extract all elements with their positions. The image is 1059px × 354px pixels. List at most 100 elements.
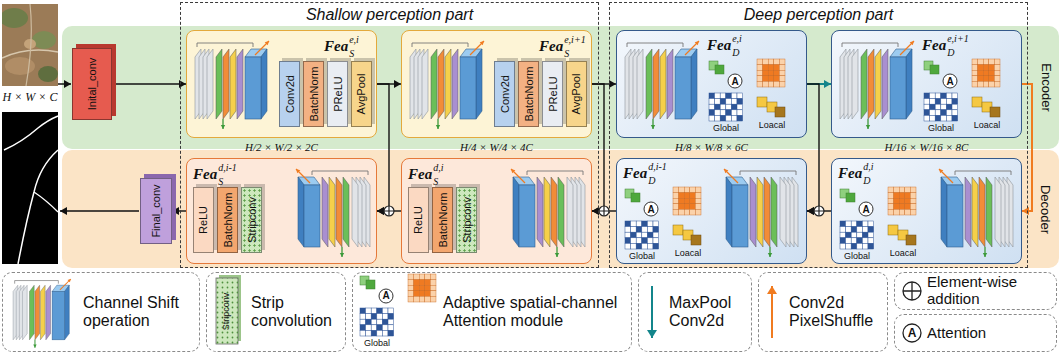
- channel-sheet: [30, 285, 35, 340]
- global-cell: [731, 115, 737, 121]
- attention-mark: A: [946, 76, 953, 87]
- arrow-head: [296, 169, 300, 173]
- arrow-head: [983, 253, 987, 257]
- global-cell: [636, 221, 642, 227]
- feature-index: d,i-1S: [218, 162, 237, 187]
- spatial-cell: [768, 59, 774, 65]
- arrow-head: [265, 41, 269, 45]
- spatial-cell: [673, 209, 679, 215]
- feature-index: d,iD: [863, 161, 873, 186]
- shallow-block: Fead,i-1SReLUBatchNormStripconv: [186, 158, 377, 264]
- arrow-head: [651, 125, 655, 129]
- region-title-box: Deep perception part: [610, 6, 1027, 24]
- spatial-cell: [779, 70, 785, 76]
- global-cell: [737, 115, 743, 121]
- global-cell: [857, 227, 863, 233]
- flow-connector: [112, 83, 186, 84]
- attention-mark-box: A: [728, 74, 742, 88]
- global-cell: [941, 99, 947, 105]
- arrow-head: [768, 253, 772, 257]
- layer-label: AvgPool: [356, 74, 368, 115]
- spatial-cell: [684, 198, 690, 204]
- feature-superscript: d,i-1: [218, 162, 237, 173]
- global-cell: [862, 227, 868, 233]
- global-cell: [720, 104, 726, 110]
- global-cell: [840, 221, 846, 227]
- channel-sheet: [995, 177, 1001, 247]
- attention-mark-box: A: [859, 202, 873, 216]
- spatial-cell: [695, 187, 701, 193]
- shallow-block: Feae,iSConv2dBatchNormPReLUAvgPool: [186, 30, 377, 138]
- channel-sheet: [230, 49, 236, 119]
- global-cell: [952, 99, 958, 105]
- channel-sheet: [660, 49, 666, 119]
- channel-sheet: [438, 49, 444, 119]
- channel-sheet: [343, 177, 349, 247]
- feature-front: [304, 185, 320, 247]
- feature-front: [947, 185, 963, 247]
- feature-subscript: S: [218, 176, 237, 187]
- global-cell: [851, 221, 857, 227]
- attention-mark: A: [382, 291, 389, 301]
- spatial-cell: [972, 59, 978, 65]
- channel-sheet: [422, 49, 428, 119]
- global-cell: [952, 93, 958, 99]
- spatial-cell: [679, 193, 685, 199]
- feature-side: [65, 285, 70, 340]
- legend-item: MaxPool Conv2d: [638, 272, 752, 352]
- spatial-cell: [779, 76, 785, 82]
- global-cell: [731, 110, 737, 116]
- channel-shift-figure: [724, 169, 798, 257]
- attention-symbol: [903, 324, 921, 342]
- feature-superscript: e,i: [349, 34, 359, 45]
- arrow-head: [724, 169, 728, 173]
- shallow-block: Feae,i+1SConv2dBatchNormPReLUAvgPool: [401, 30, 592, 138]
- deep-block: Feae,iDAGlobalLoacal: [616, 30, 807, 138]
- spatial-cell: [690, 209, 696, 215]
- spatial-cell: [899, 187, 905, 193]
- addition-cross: [599, 206, 609, 216]
- layer-slab: Conv2d: [279, 61, 300, 127]
- global-cell: [642, 232, 648, 238]
- arrow-line: [296, 169, 310, 183]
- channel-sheet: [22, 285, 27, 340]
- global-label: Global: [928, 123, 954, 133]
- addition-symbol: [599, 206, 609, 216]
- mask-road: [34, 192, 58, 212]
- spatial-cell: [972, 76, 978, 82]
- global-cell: [382, 308, 388, 314]
- label-box: H/16 × W/16 × 8C: [831, 140, 1022, 154]
- feature-name: Fea: [408, 167, 432, 182]
- spatial-cell: [763, 76, 769, 82]
- global-cell: [720, 115, 726, 121]
- spatial-cell: [679, 198, 685, 204]
- shift-bracket: [15, 281, 59, 284]
- encoder-band: EncoderInital_convFeae,iSConv2dBatchNorm…: [62, 26, 1059, 149]
- global-cell: [631, 238, 637, 244]
- feature-side: [691, 49, 697, 119]
- global-cell: [731, 104, 737, 110]
- strip-slab: [216, 278, 238, 344]
- spatial-cell: [425, 296, 431, 302]
- global-cell: [726, 99, 732, 105]
- spatial-cell: [888, 204, 894, 210]
- global-cell: [636, 227, 642, 233]
- band-title-box: Decoder: [1037, 150, 1055, 268]
- attention-mark: A: [862, 204, 869, 215]
- spatial-cell: [994, 81, 1000, 87]
- arrow-head: [910, 41, 914, 45]
- label-box: H/4 × W/4 × 4C: [401, 140, 592, 154]
- layer-label: Conv2d: [499, 75, 511, 113]
- local-label: Loacal: [759, 120, 786, 130]
- global-cell: [647, 227, 653, 233]
- local-cell: [673, 225, 683, 235]
- spatial-cell: [779, 59, 785, 65]
- global-cell: [737, 93, 743, 99]
- spatial-cell: [910, 198, 916, 204]
- attention-circle: [728, 74, 742, 88]
- channel-icon: [846, 193, 855, 202]
- attention-mark-box: A: [943, 74, 957, 88]
- channel-icon: [715, 65, 724, 74]
- global-cell: [642, 221, 648, 227]
- global-cell: [857, 243, 863, 249]
